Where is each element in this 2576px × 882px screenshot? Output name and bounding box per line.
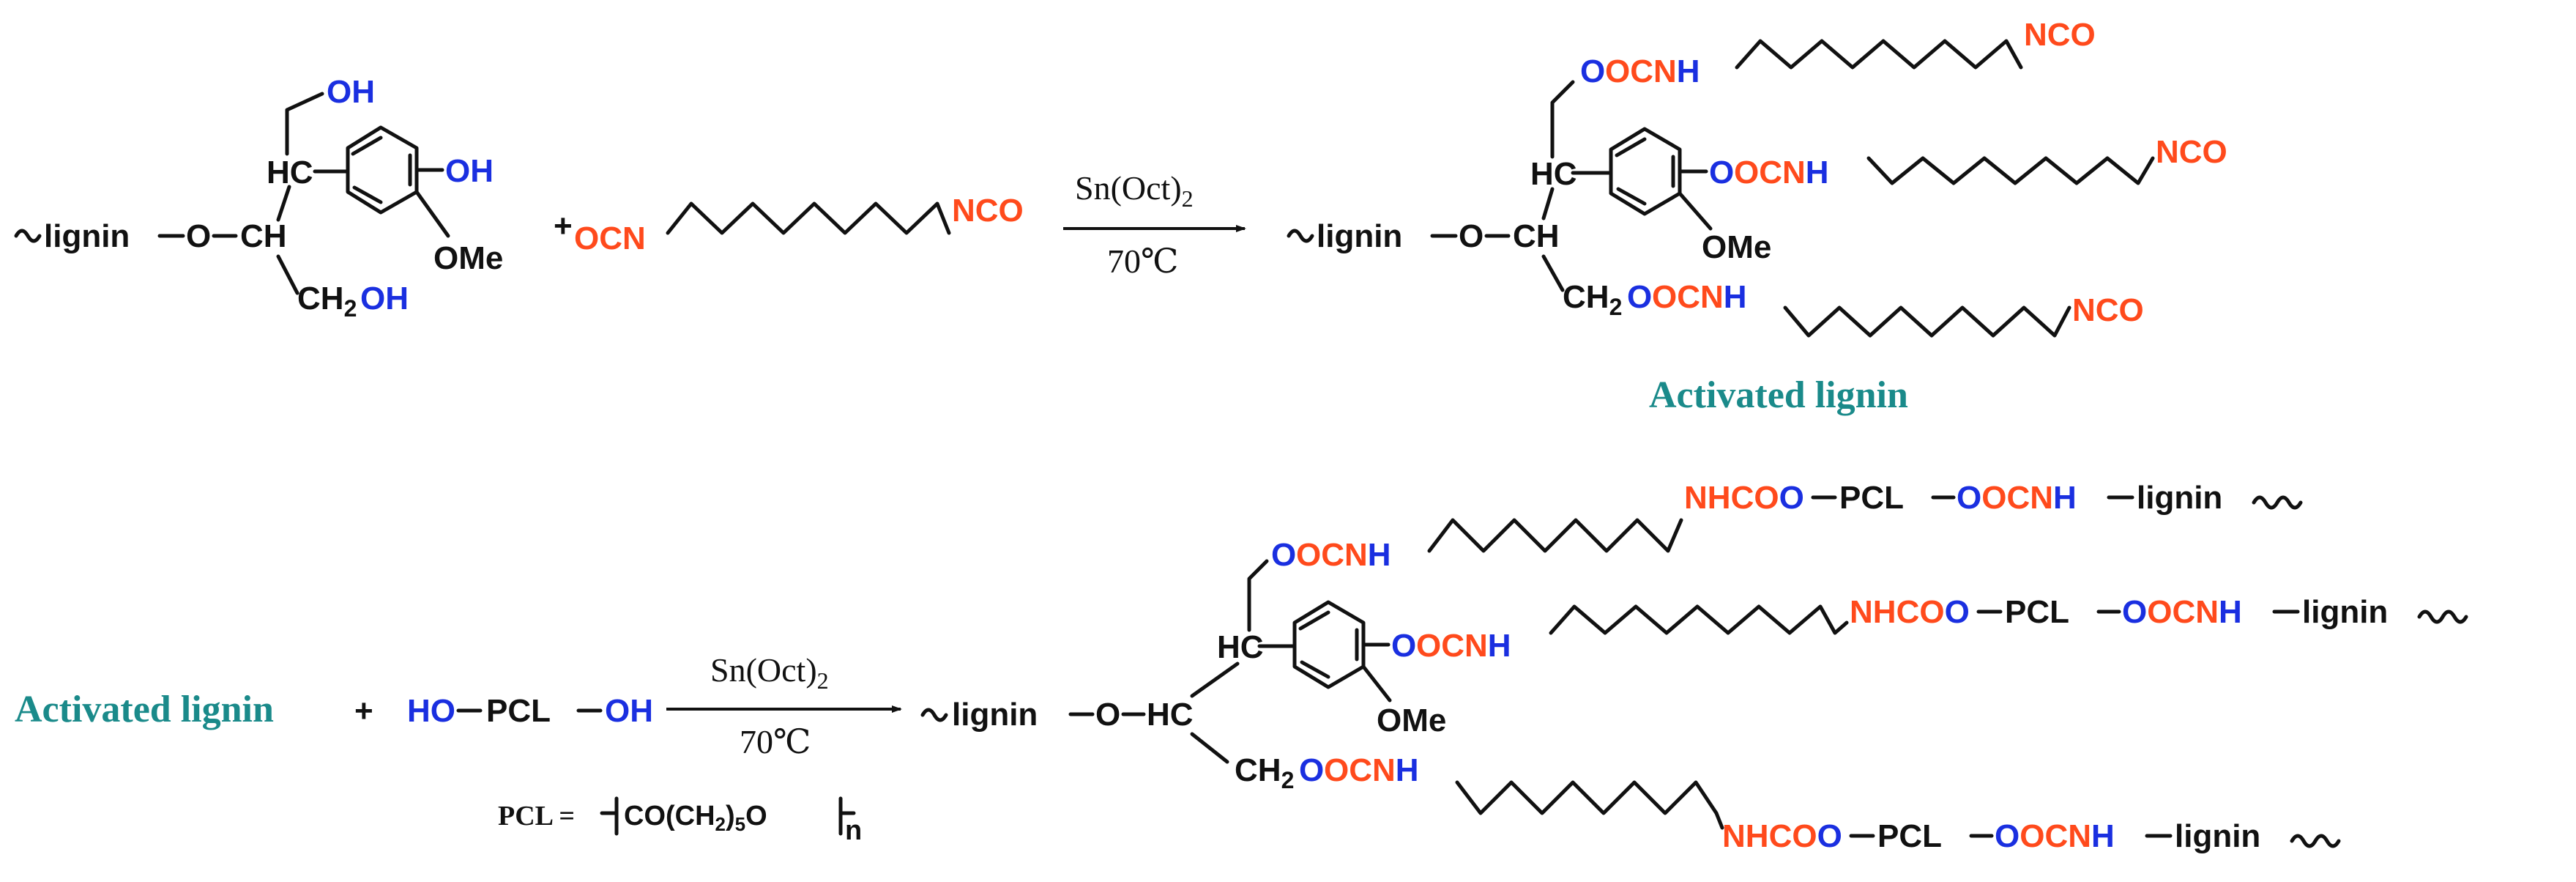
pcl-definition: PCL = CO(CH2)5O n [498,796,862,846]
hydroxyl-1: OH [327,74,375,110]
carbamate-1: OCNH [1296,537,1391,573]
terminal-isocyanate-2: NCO [2156,134,2227,170]
carbamate-3: OCNH [1324,752,1419,788]
carbamate-oxygen-3: O [1299,752,1324,788]
svg-text:CO(CH2)5O: CO(CH2)5O [624,801,767,835]
carbamate-end-1: OOCNH [1957,480,2077,516]
wavy-bond-icon [2290,834,2341,848]
urethane-link-2: NHCOO [1850,594,1970,630]
carbamate-2: OCNH [1734,155,1829,190]
ether-oxygen: O [1095,697,1120,733]
terminal-isocyanate-3: NCO [2072,292,2144,328]
hydroxyl-left: HO [407,693,455,729]
methoxy-label: OMe [1702,229,1771,265]
isocyanate-2: NCO [952,193,1024,229]
ch-label: CH [1513,218,1560,254]
plus-sign: + [554,208,573,244]
lignin-end-2: lignin [2302,594,2388,630]
catalyst-label: Sn(Oct)2 [710,651,829,694]
benzene-ring-icon [346,125,419,215]
lignin-end-3: lignin [2175,818,2260,854]
wavy-bond-icon [920,708,948,722]
lignin-label: lignin [44,218,130,254]
urethane-link-1: NHCOO [1684,480,1804,516]
pcl-chain-3: PCL [1877,818,1942,854]
terminal-isocyanate-1: NCO [2024,17,2096,53]
benzene-ring-icon [1609,127,1682,216]
hc-label: HC [1530,156,1577,192]
catalyst-label: Sn(Oct)2 [1075,169,1194,212]
carbamate-end-3: OOCNH [1995,818,2115,854]
hc-label: HC [267,155,313,190]
carbamate-end-2: OOCNH [2122,594,2242,630]
ch2-label: CH2 [297,281,357,322]
hc-label: HC [1147,697,1194,733]
reactant-label-activated-lignin: Activated lignin [15,689,274,730]
wavy-bond-icon [2417,609,2468,624]
ether-oxygen: O [1459,218,1484,254]
svg-text:PCL =: PCL = [498,801,575,831]
carbamate-oxygen-3: O [1627,279,1652,315]
carbamate-oxygen-1: O [1271,537,1296,573]
carbamate-1: OCNH [1605,53,1700,89]
benzene-ring-icon [1292,600,1366,689]
phenol-oh: OH [445,153,494,189]
wavy-bond-icon [14,229,42,243]
pcl-chain-1: PCL [1839,480,1904,516]
ch2-label: CH2 [1563,279,1622,320]
ch-label: CH [240,218,287,254]
scheme-2: Activated lignin + HO PCL OH Sn(Oct)2 70… [15,480,2468,854]
hc-label: HC [1217,629,1264,665]
isocyanate-1: OCN [574,220,646,256]
carbamate-3: OCNH [1652,279,1747,315]
carbamate-oxygen-2: O [1391,628,1416,664]
wavy-bond-icon [1287,229,1314,243]
plus-sign: + [354,693,373,729]
svg-text:n: n [845,815,862,846]
carbamate-2: OCNH [1416,628,1511,664]
pcl-label: PCL [486,693,551,729]
temperature-label: 70℃ [1107,242,1178,280]
temperature-label: 70℃ [740,723,811,760]
ether-oxygen: O [186,218,211,254]
wavy-bond-icon [2252,495,2303,510]
scheme-1: lignin O CH HC OH CH2 OH OH OMe + OCN NC… [14,17,2227,416]
carbamate-oxygen-2: O [1709,155,1734,190]
methoxy-label: OMe [433,240,503,276]
hydroxyl-right: OH [605,693,653,729]
ch2-label: CH2 [1235,752,1294,793]
lignin-label: lignin [1317,218,1402,254]
pcl-chain-2: PCL [2005,594,2069,630]
methoxy-label: OMe [1377,703,1446,738]
lignin-end-1: lignin [2137,480,2222,516]
carbamate-oxygen-1: O [1580,53,1605,89]
urethane-link-3: NHCOO [1722,818,1842,854]
lignin-label: lignin [952,697,1038,733]
hydroxyl-2: OH [360,281,409,316]
product-label-activated-lignin: Activated lignin [1649,374,1908,416]
hexamethylene-chain-icon [666,201,951,235]
